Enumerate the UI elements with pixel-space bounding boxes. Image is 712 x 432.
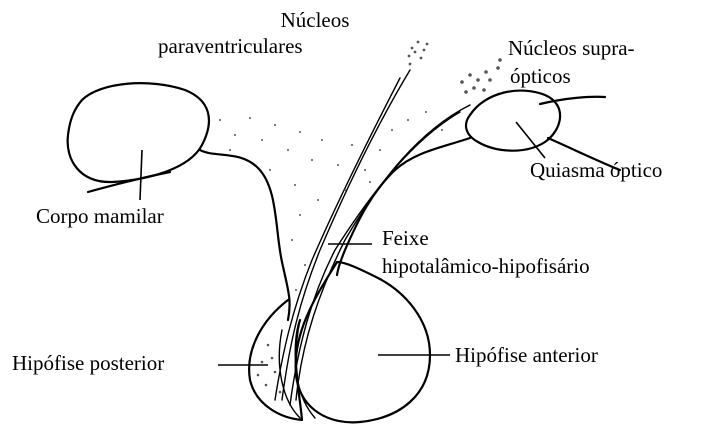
label-supraoptic-line1: Núcleos supra-	[508, 36, 635, 60]
label-anterior-pituitary: Hipófise anterior	[455, 343, 598, 367]
anterior-pituitary-outline	[296, 262, 430, 422]
label-optic-chiasm: Quiasma óptico	[530, 158, 662, 182]
label-posterior-pituitary: Hipófise posterior	[12, 351, 164, 375]
label-paraventricular-line1: Núcleos	[250, 8, 380, 32]
posterior-pituitary-outline	[249, 300, 302, 420]
label-supraoptic-line2: ópticos	[510, 64, 571, 88]
leader-optic-chiasm	[516, 122, 545, 158]
mammillary-body-outline	[68, 83, 209, 182]
paraventricular-dots	[408, 41, 429, 66]
lobe-boundary	[296, 320, 315, 418]
leader-mammillary	[140, 150, 142, 200]
label-mammillary-body: Corpo mamilar	[36, 204, 164, 228]
supraoptic-dots	[460, 58, 502, 94]
optic-chiasm-outline	[466, 91, 560, 151]
label-tract-line1: Feixe	[382, 226, 429, 250]
label-paraventricular-line2: paraventriculares	[158, 34, 303, 58]
label-tract-line2: hipotalâmico-hipofisário	[382, 254, 590, 278]
infundibulum-left-wall	[200, 150, 290, 320]
